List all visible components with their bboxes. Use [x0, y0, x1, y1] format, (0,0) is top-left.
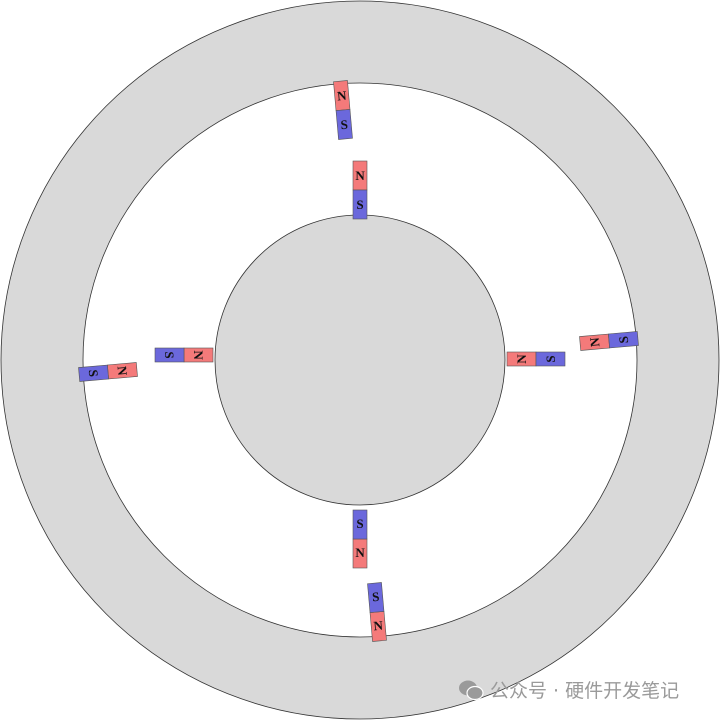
svg-text:S: S	[616, 335, 632, 344]
svg-text:S: S	[340, 117, 349, 133]
svg-text:S: S	[543, 355, 558, 362]
svg-text:S: S	[356, 516, 363, 531]
svg-text:N: N	[336, 88, 347, 104]
rotor	[214, 214, 506, 506]
svg-text:N: N	[587, 336, 603, 347]
svg-text:N: N	[373, 618, 384, 634]
watermark-text: 公众号 · 硬件开发笔记	[490, 680, 680, 702]
svg-text:S: S	[86, 369, 102, 378]
stator-magnet-right: N S	[579, 331, 639, 351]
rotor-magnet-top: N S	[352, 160, 368, 220]
watermark: 公众号 · 硬件开发笔记	[458, 676, 679, 703]
rotor-magnet-right: N S	[506, 351, 566, 367]
svg-text:S: S	[371, 589, 380, 605]
wechat-icon	[459, 680, 484, 700]
stator-magnet-top: N S	[333, 80, 353, 140]
stator-magnet-left: N S	[78, 362, 138, 382]
svg-text:N: N	[191, 350, 206, 360]
rotor-magnet-left: N S	[154, 347, 214, 363]
svg-text:N: N	[514, 354, 529, 364]
rotor-magnet-bottom: N S	[352, 509, 368, 569]
svg-text:N: N	[355, 545, 365, 560]
svg-text:N: N	[115, 365, 131, 376]
svg-text:S: S	[162, 351, 177, 358]
svg-text:S: S	[356, 197, 363, 212]
svg-text:N: N	[355, 168, 365, 183]
stator-magnet-bottom: N S	[367, 582, 387, 642]
